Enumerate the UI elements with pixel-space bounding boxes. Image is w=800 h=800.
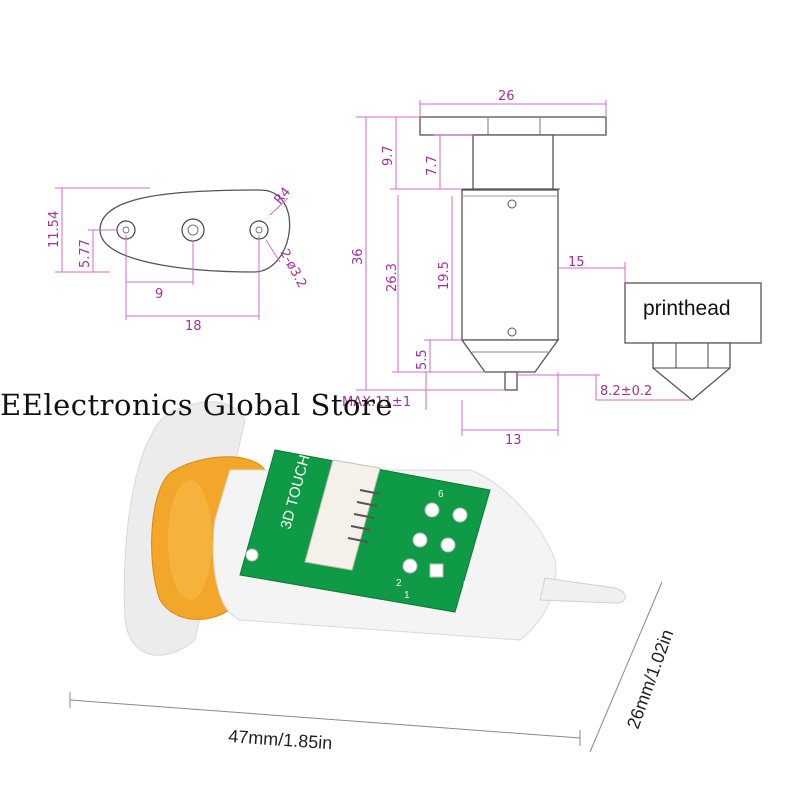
photo-pin-2: 2	[396, 578, 402, 589]
photo-connector-pins	[347, 489, 381, 543]
side-probe-pin	[504, 371, 518, 391]
dim-max-travel: MAX:11±1	[342, 395, 411, 410]
dim-hole-diameter: 2-ø3.2	[276, 247, 309, 291]
dim-body-height: 26.3	[385, 263, 400, 292]
length-dim-line	[69, 699, 581, 739]
dim-total-spacing: 18	[185, 319, 202, 334]
dim-mid-height: 19.5	[437, 261, 452, 290]
photo-pin-1: 1	[404, 590, 410, 601]
mount-plate-outline	[99, 189, 291, 273]
dim-bottom-width: 13	[505, 433, 522, 448]
mount-hole-center	[181, 218, 205, 242]
width-dim-line	[589, 581, 663, 753]
side-body	[461, 189, 559, 341]
photo-probe-pin	[539, 577, 626, 604]
dim-tip: 5.5	[415, 349, 430, 370]
side-flange	[419, 116, 607, 136]
photo-solder-pads	[402, 502, 468, 578]
dim-mount-height: 11.54	[47, 211, 62, 248]
width-label: 26mm/1.02in	[623, 627, 677, 732]
photo-pin-5: 5	[463, 580, 469, 591]
side-neck	[472, 134, 554, 190]
length-label: 47mm/1.85in	[228, 726, 333, 753]
dim-nozzle-gap: 8.2±0.2	[600, 384, 652, 399]
sensor-side-view: 26 36 9.7 7.7 26.3 19.5 5.5 MAX:11±1 13	[342, 89, 762, 448]
photo-mount-hole	[245, 548, 259, 562]
dim-mount-half-height: 5.77	[78, 239, 93, 268]
dim-neck-height: 7.7	[425, 155, 440, 176]
printhead-label: printhead	[643, 297, 731, 320]
side-taper	[460, 339, 560, 373]
store-watermark: EElectronics Global Store	[0, 388, 394, 422]
dim-flange-gap: 9.7	[381, 145, 396, 166]
photo-pcb	[239, 449, 491, 613]
mount-plate-view: 11.54 5.77 9 18 R4 2-ø3.2	[47, 185, 309, 334]
dim-offset: 15	[568, 255, 585, 270]
printhead-box	[624, 282, 762, 344]
printhead-nozzle	[652, 342, 731, 401]
dim-hole-spacing: 9	[155, 287, 163, 302]
sensor-product-photo: 3D TOUCH 6 5 2 1 47mm/1.85in 26mm/1.02in	[69, 401, 677, 753]
dim-total-height: 36	[351, 248, 366, 265]
dim-top-width: 26	[498, 89, 515, 104]
photo-pin-6: 6	[438, 489, 444, 500]
photo-connector	[304, 459, 381, 571]
